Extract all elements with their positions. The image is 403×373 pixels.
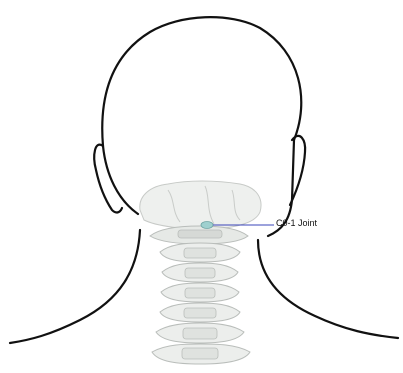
- vertebra-c2: [160, 243, 240, 262]
- vertebra-c5: [160, 303, 240, 322]
- vertebra-c7: [152, 344, 250, 364]
- vertebra-c6: [156, 323, 244, 343]
- skull-base: [140, 181, 261, 229]
- cervical-spine: [152, 243, 250, 364]
- atlas-vertebra: [150, 226, 248, 244]
- vertebra-c3: [162, 263, 238, 282]
- c0-1-joint-label: C0-1 Joint: [276, 218, 317, 229]
- vertebra-c4: [161, 283, 239, 302]
- neck-right-outline: [258, 240, 398, 338]
- c0-1-joint-marker: [201, 222, 213, 229]
- left-ear: [94, 145, 122, 213]
- neck-left-outline: [10, 230, 140, 343]
